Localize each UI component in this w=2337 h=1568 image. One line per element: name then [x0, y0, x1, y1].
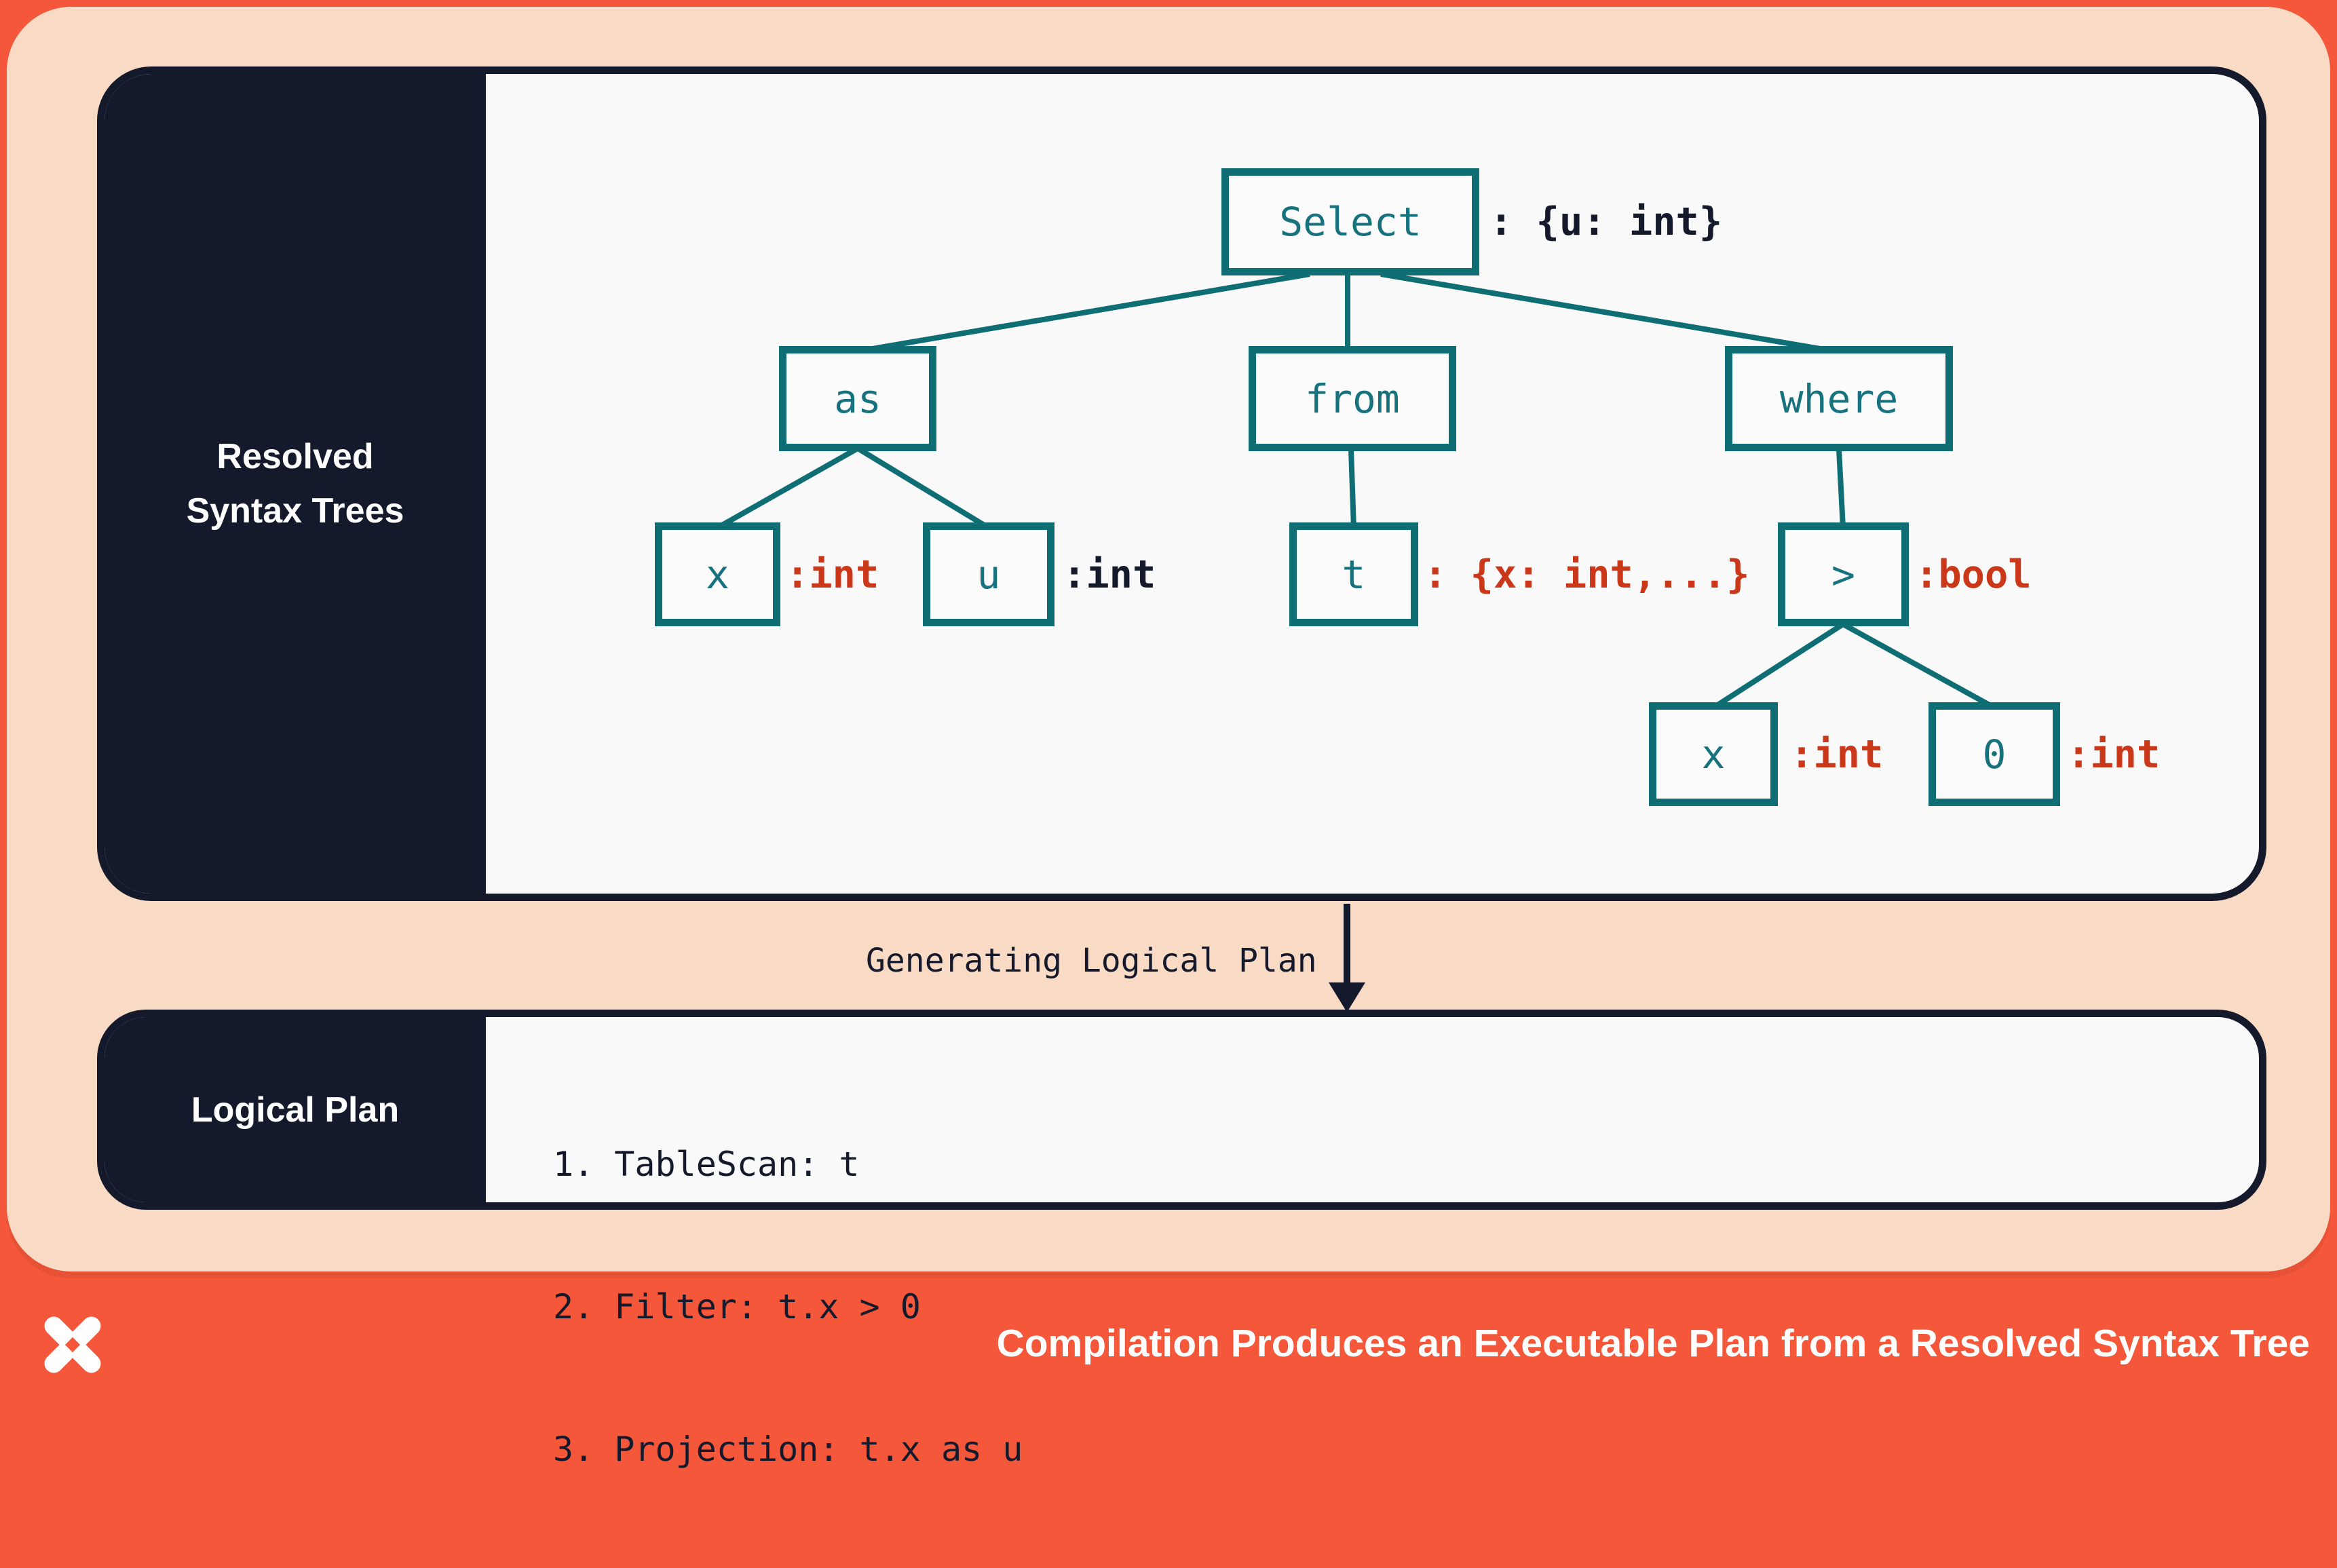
- tree-annotation-select: : {u: int}: [1489, 199, 1723, 244]
- logical-plan-panel: Logical Plan: [97, 1010, 2266, 1210]
- transition-label: Generating Logical Plan: [866, 942, 1317, 980]
- diagram-stage: Resolved Syntax Trees Logical Plan 1. Ta…: [7, 7, 2330, 1469]
- logical-plan-steps: 1. TableScan: t 2. Filter: t.x > 0 3. Pr…: [553, 1046, 1023, 1568]
- tree-node-x-gt: x: [1649, 702, 1778, 806]
- tree-node-t-from: t: [1289, 522, 1418, 626]
- tree-annotation-x-gt: :int: [1790, 731, 1884, 777]
- tree-node-x-as: x: [655, 522, 780, 626]
- tree-node-select: Select: [1221, 168, 1479, 275]
- resolved-panel-label-line2: Syntax Trees: [186, 491, 404, 531]
- tree-node-gt-where: >: [1778, 522, 1909, 626]
- tree-annotation-zero-gt: :int: [2067, 731, 2161, 777]
- tree-node-u-as: u: [923, 522, 1054, 626]
- resolved-panel-label-line1: Resolved: [216, 437, 374, 476]
- tree-node-where: where: [1725, 346, 1953, 451]
- tree-annotation-x-as: :int: [786, 552, 879, 597]
- plan-step-2: 2. Filter: t.x > 0: [553, 1287, 921, 1326]
- resolved-syntax-trees-panel: Resolved Syntax Trees: [97, 66, 2266, 901]
- tree-node-as: as: [779, 346, 936, 451]
- footer-title: Compilation Produces an Executable Plan …: [996, 1322, 2310, 1365]
- tree-node-from: from: [1249, 346, 1456, 451]
- x-star-logo-icon: [44, 1316, 101, 1373]
- resolved-panel-label: Resolved Syntax Trees: [104, 74, 486, 894]
- tree-annotation-t-from: : {x: int,...}: [1424, 552, 1750, 597]
- tree-annotation-gt-where: :bool: [1915, 552, 2032, 597]
- plan-step-1: 1. TableScan: t: [553, 1145, 860, 1184]
- logical-plan-label-text: Logical Plan: [191, 1090, 400, 1130]
- tree-node-zero-gt: 0: [1928, 702, 2060, 806]
- logical-plan-label: Logical Plan: [104, 1017, 486, 1202]
- tree-annotation-u-as: :int: [1063, 552, 1156, 597]
- plan-step-3: 3. Projection: t.x as u: [553, 1430, 1023, 1469]
